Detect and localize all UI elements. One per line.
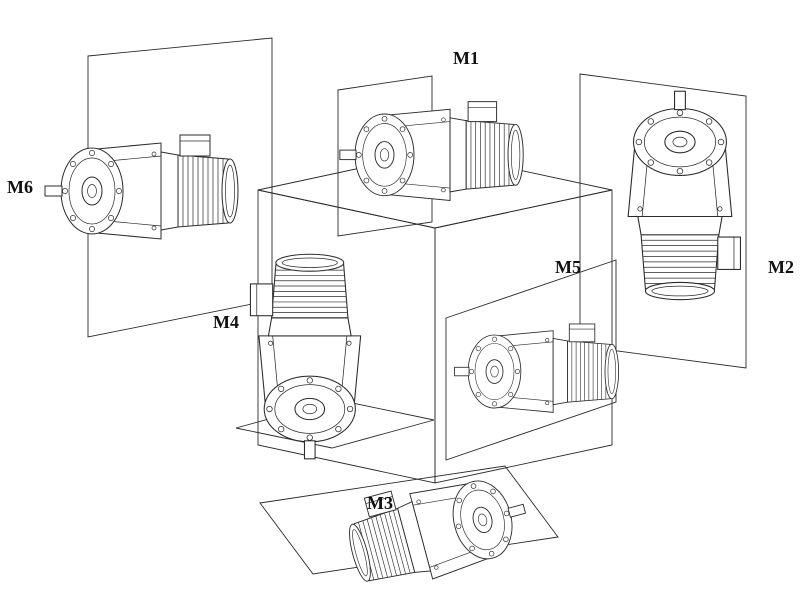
label-m4: M4 [213,312,239,332]
label-m6: M6 [7,177,33,197]
motor-m2 [627,90,741,301]
motor-m4 [249,253,362,460]
label-m1: M1 [453,48,479,68]
motor-m3 [339,458,537,598]
motor-m5 [454,323,620,413]
mounting-plane-m3 [259,465,559,575]
motor-m1 [339,101,524,201]
label-m3: M3 [367,493,393,513]
label-m2: M2 [768,257,794,277]
mounting-plane-m1 [337,75,433,237]
mounting-plane-m5 [445,259,617,461]
label-m5: M5 [555,257,581,277]
motor-m6 [44,134,239,240]
mounting-plane-m2 [579,73,747,369]
